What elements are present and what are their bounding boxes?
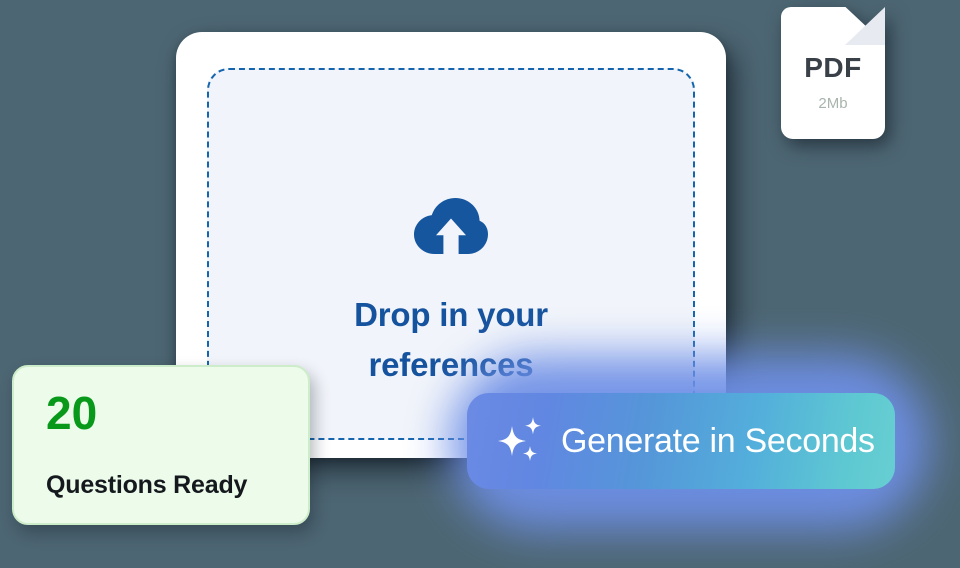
pdf-type-label: PDF	[804, 52, 862, 83]
pdf-file-card[interactable]: PDF 2Mb	[781, 7, 885, 139]
generate-button-label: Generate in Seconds	[561, 421, 875, 460]
upload-card: Drop in your references	[176, 32, 726, 458]
pdf-size-label: 2Mb	[818, 95, 848, 112]
questions-ready-label: Questions Ready	[46, 471, 248, 499]
generate-in-seconds-button[interactable]: Generate in Seconds	[467, 393, 895, 489]
questions-ready-card: 20 Questions Ready	[12, 365, 310, 525]
cloud-upload-icon	[414, 198, 488, 258]
sparkles-icon	[498, 417, 541, 461]
questions-count: 20	[46, 387, 98, 439]
